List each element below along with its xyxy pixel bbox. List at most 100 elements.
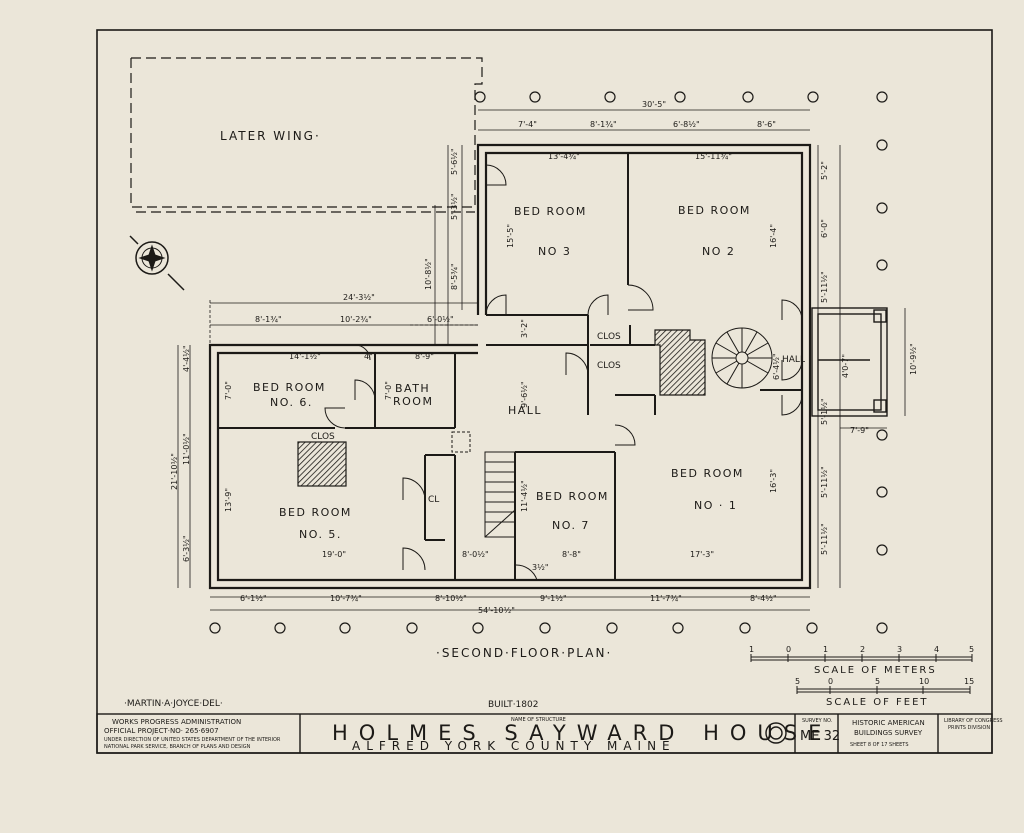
svg-text:5'-6½": 5'-6½" <box>450 148 459 175</box>
svg-text:ME 32: ME 32 <box>800 729 840 744</box>
svg-text:8'-4½": 8'-4½" <box>750 594 777 603</box>
svg-text:5'-2": 5'-2" <box>820 161 829 180</box>
svg-text:BED ROOM: BED ROOM <box>678 204 751 217</box>
svg-text:0: 0 <box>786 645 791 654</box>
svg-text:5: 5 <box>969 645 974 654</box>
svg-text:6'-8½": 6'-8½" <box>673 120 700 129</box>
svg-text:15'-11¾": 15'-11¾" <box>695 152 732 161</box>
svg-text:BED ROOM: BED ROOM <box>671 467 744 480</box>
delineator: ·MARTIN·A·JOYCE·DEL· <box>124 699 223 709</box>
svg-text:11'-4½": 11'-4½" <box>520 480 529 512</box>
room-closet-b: CLOS <box>597 361 621 371</box>
svg-text:BED ROOM: BED ROOM <box>253 381 326 394</box>
svg-text:30'-5": 30'-5" <box>642 100 666 109</box>
svg-text:HISTORIC AMERICAN: HISTORIC AMERICAN <box>852 719 925 727</box>
later-wing <box>130 57 483 213</box>
svg-text:6'-0": 6'-0" <box>820 219 829 238</box>
room-bed-room-6: BED ROOM NO. 6. <box>253 381 326 409</box>
svg-text:5'-3½": 5'-3½" <box>450 193 459 220</box>
svg-text:17'-3": 17'-3" <box>690 550 714 559</box>
title-block-text: WORKS PROGRESS ADMINISTRATION OFFICIAL P… <box>104 717 1003 753</box>
svg-text:7'-4": 7'-4" <box>518 120 537 129</box>
svg-text:11'-7¾": 11'-7¾" <box>650 594 682 603</box>
svg-text:6'-0½": 6'-0½" <box>427 315 454 324</box>
svg-text:6'-4½": 6'-4½" <box>772 353 781 380</box>
later-wing-label: LATER WING· <box>220 129 321 143</box>
svg-text:5: 5 <box>875 677 880 686</box>
svg-text:6'-3½": 6'-3½" <box>182 535 191 562</box>
svg-text:BED ROOM: BED ROOM <box>279 506 352 519</box>
room-bed-room-7: BED ROOM NO. 7 <box>536 490 609 532</box>
svg-text:BUILDINGS SURVEY: BUILDINGS SURVEY <box>854 729 923 737</box>
scale-of-meters: 1 0 1 2 3 4 5 SCALE OF METERS <box>749 645 974 676</box>
exterior-walls <box>208 143 812 590</box>
room-hall: HALL <box>508 404 542 417</box>
svg-text:NO 3: NO 3 <box>538 245 571 258</box>
svg-text:15: 15 <box>964 677 974 686</box>
svg-text:NATIONAL PARK SERVICE, BRANCH: NATIONAL PARK SERVICE, BRANCH OF PLANS A… <box>104 744 251 750</box>
svg-text:10'-7¾": 10'-7¾" <box>330 594 362 603</box>
svg-text:5'-11½": 5'-11½" <box>820 523 829 555</box>
svg-text:4": 4" <box>364 352 373 361</box>
post-markers <box>209 91 888 634</box>
svg-text:SCALE OF FEET: SCALE OF FEET <box>826 697 929 708</box>
svg-text:15'-5": 15'-5" <box>506 224 515 248</box>
room-bed-room-2: BED ROOM NO 2 <box>678 204 751 258</box>
svg-text:2: 2 <box>860 645 865 654</box>
svg-text:13'-9": 13'-9" <box>224 488 233 512</box>
svg-text:24'-3½": 24'-3½" <box>343 293 375 302</box>
dimension-lines <box>177 109 906 611</box>
room-closet-a: CLOS <box>597 332 621 342</box>
svg-text:NO · 1: NO · 1 <box>694 499 737 512</box>
svg-text:6'-1½": 6'-1½" <box>240 594 267 603</box>
door-swings <box>324 164 803 581</box>
svg-text:ALFRED YORK COUNTY MAINE: ALFRED YORK COUNTY MAINE <box>352 739 676 753</box>
svg-text:19'-0": 19'-0" <box>322 550 346 559</box>
room-stair-hall: HALL <box>782 355 805 365</box>
svg-text:PRINTS DIVISION: PRINTS DIVISION <box>948 725 990 731</box>
svg-text:8'-1¾": 8'-1¾" <box>590 120 617 129</box>
svg-text:NAME OF STRUCTURE: NAME OF STRUCTURE <box>511 717 566 723</box>
svg-text:10'-8½": 10'-8½" <box>424 258 433 290</box>
svg-text:5'-1½": 5'-1½" <box>820 398 829 425</box>
svg-text:WORKS PROGRESS ADMINISTRATION: WORKS PROGRESS ADMINISTRATION <box>112 718 241 726</box>
svg-text:9'-1½": 9'-1½" <box>540 594 567 603</box>
svg-text:54'-10½": 54'-10½" <box>478 606 515 615</box>
svg-text:3'-2": 3'-2" <box>520 319 529 338</box>
room-cl: CL <box>428 495 439 505</box>
svg-text:BATH: BATH <box>395 382 430 395</box>
spiral-stair <box>711 327 773 389</box>
svg-text:8'-10½": 8'-10½" <box>435 594 467 603</box>
svg-text:13'-4¾": 13'-4¾" <box>548 152 580 161</box>
svg-text:SURVEY NO.: SURVEY NO. <box>802 718 833 724</box>
svg-text:NO 2: NO 2 <box>702 245 735 258</box>
svg-text:8'-5¾": 8'-5¾" <box>450 263 459 290</box>
svg-text:1: 1 <box>749 645 754 654</box>
svg-text:16'-3": 16'-3" <box>769 469 778 493</box>
svg-text:4'0-7": 4'0-7" <box>841 354 850 378</box>
svg-text:8'-9": 8'-9" <box>415 352 434 361</box>
svg-text:3½": 3½" <box>532 563 549 572</box>
svg-text:5: 5 <box>795 677 800 686</box>
svg-text:SCALE OF METERS: SCALE OF METERS <box>814 665 937 676</box>
svg-text:8'-1¾": 8'-1¾" <box>255 315 282 324</box>
svg-text:10: 10 <box>919 677 929 686</box>
svg-text:BED ROOM: BED ROOM <box>514 205 587 218</box>
svg-text:5'-11½": 5'-11½" <box>820 271 829 303</box>
room-bed-room-1: BED ROOM NO · 1 <box>671 467 744 512</box>
vertical-dimensions: 21'-10½" 4'-4½" 11'-0½" 6'-3½" 7'-0" 13'… <box>170 148 918 562</box>
svg-text:10'-2¾": 10'-2¾" <box>340 315 372 324</box>
svg-text:BED ROOM: BED ROOM <box>536 490 609 503</box>
straight-stair <box>451 431 516 538</box>
svg-text:9'-6½": 9'-6½" <box>520 381 529 408</box>
built-date: BUILT·1802 <box>488 700 538 710</box>
svg-text:8'-0½": 8'-0½" <box>462 550 489 559</box>
room-closet-c: CLOS <box>311 432 335 442</box>
scale-of-feet: 5 0 5 10 15 SCALE OF FEET <box>795 677 974 708</box>
svg-text:11'-0½": 11'-0½" <box>182 433 191 465</box>
svg-text:4'-4½": 4'-4½" <box>182 345 191 372</box>
svg-text:0: 0 <box>828 677 833 686</box>
room-bath: BATH ROOM <box>393 382 432 408</box>
plan-title: ·SECOND·FLOOR·PLAN· <box>436 646 612 660</box>
north-arrow-icon <box>129 235 185 291</box>
